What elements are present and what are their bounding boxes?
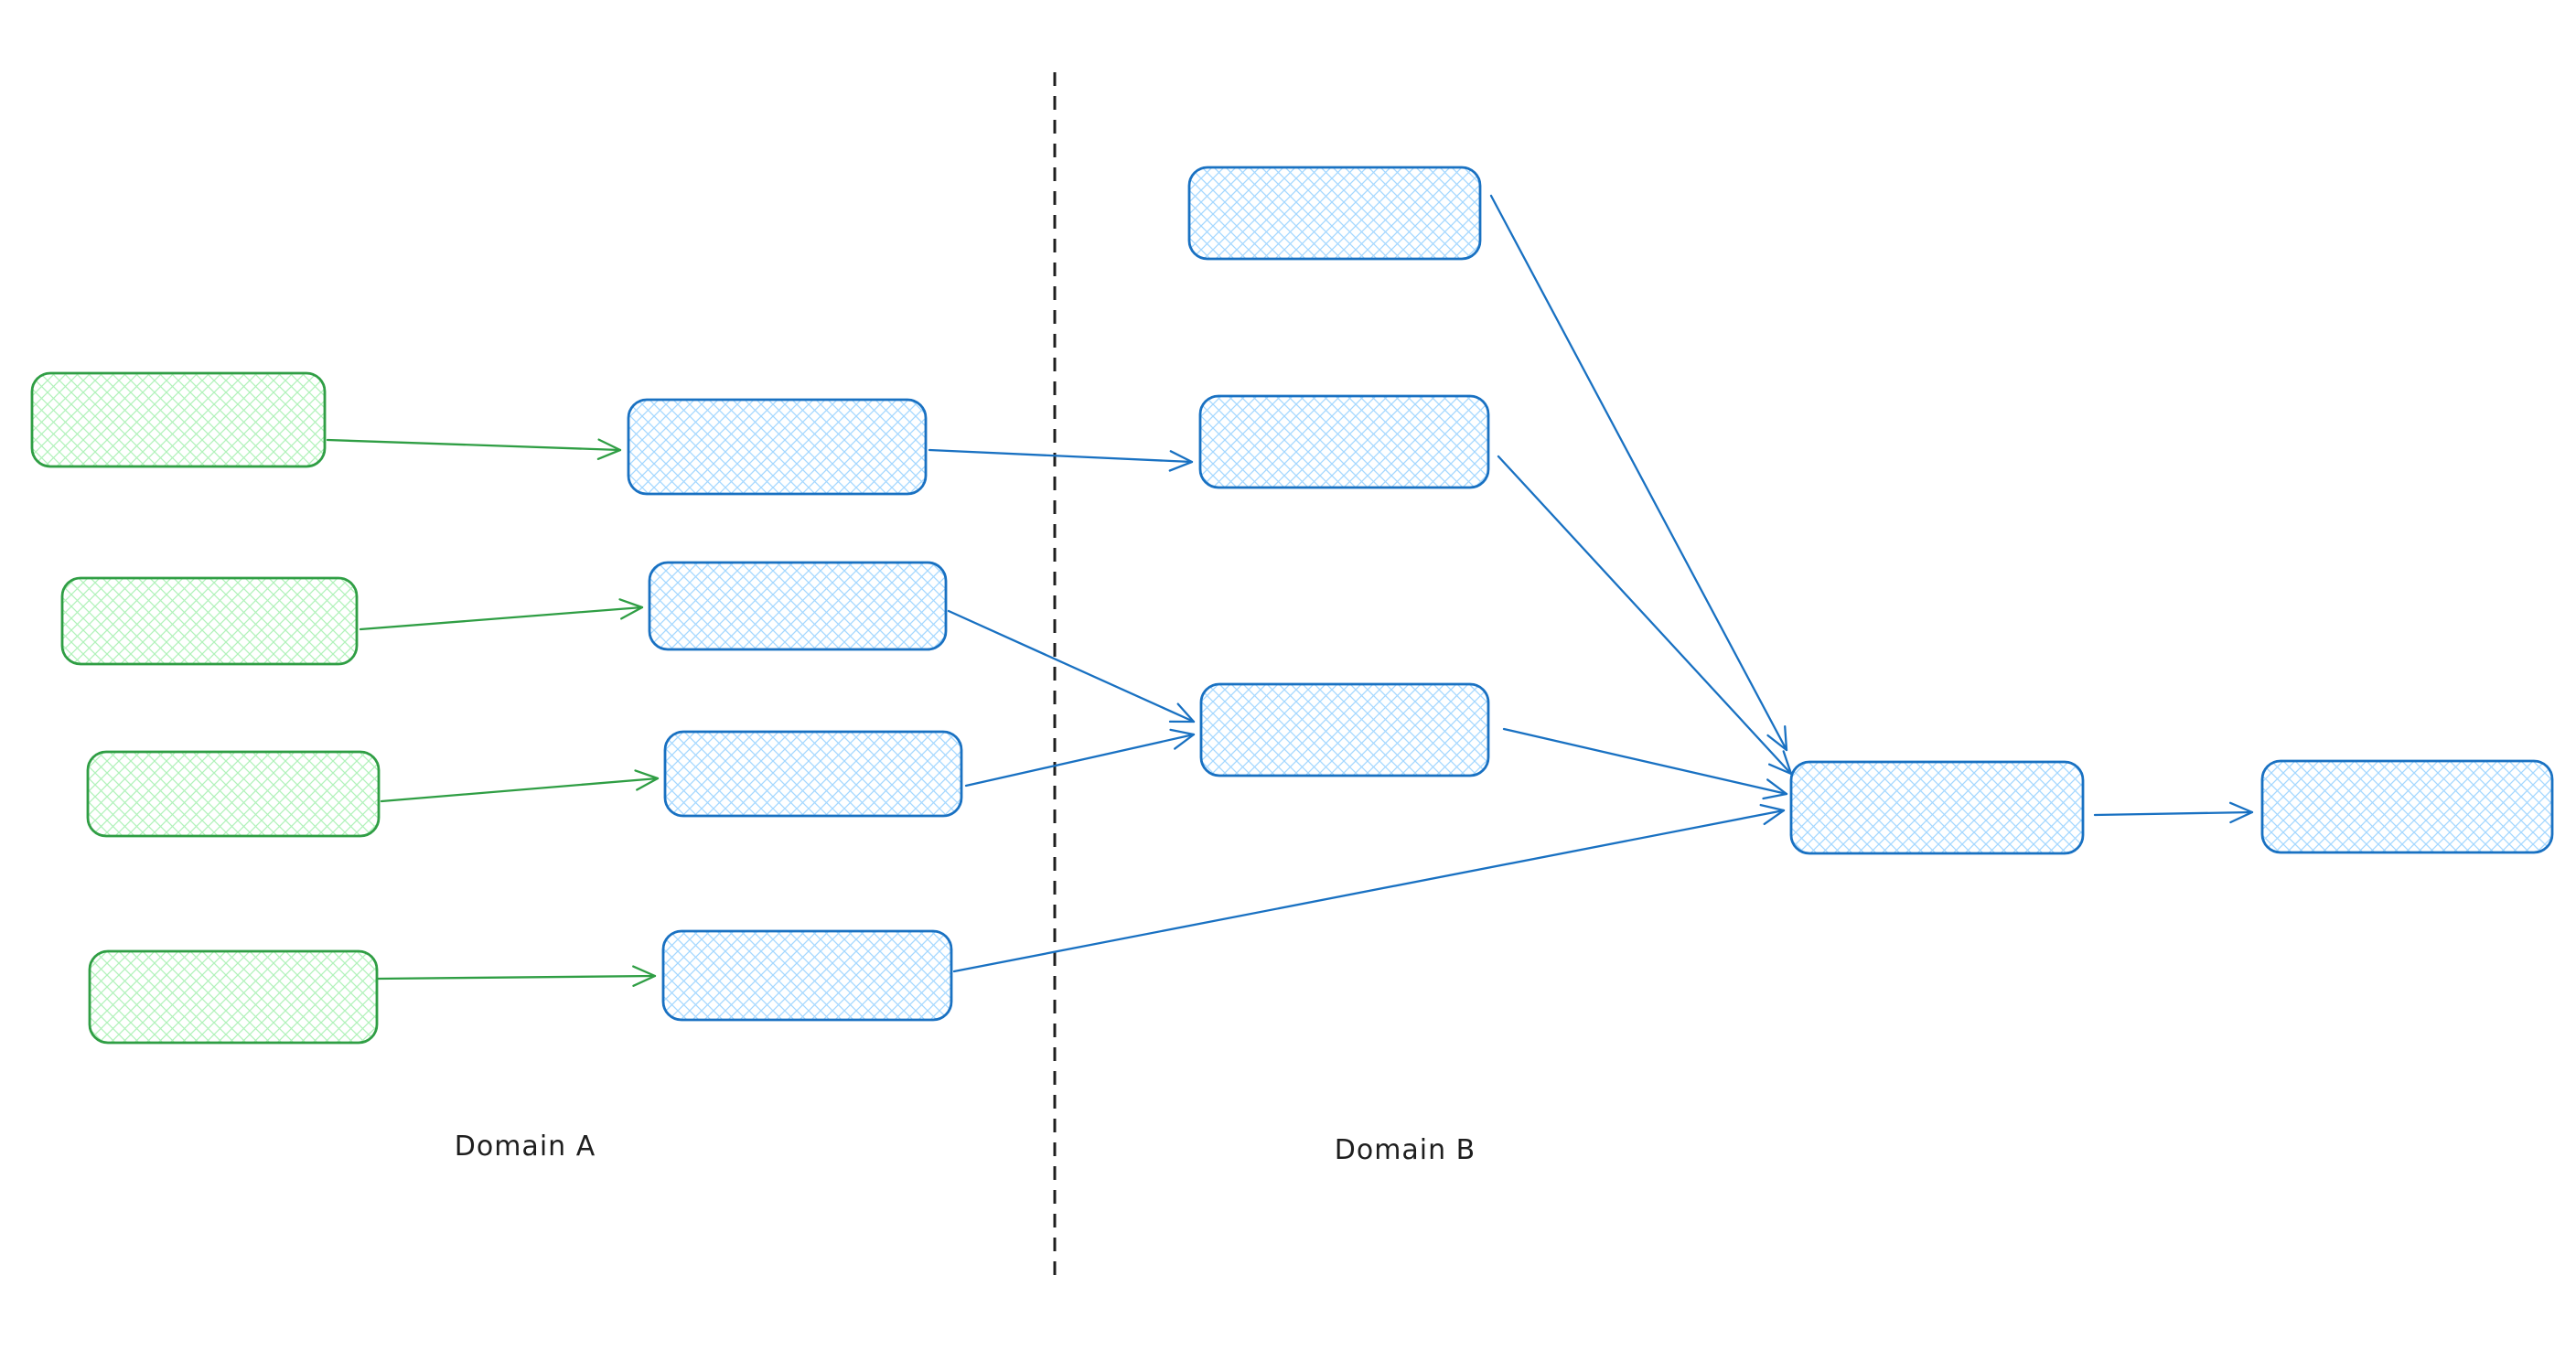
arrow-stage2-b3-arrowhead: [1168, 702, 1196, 724]
arrow-source3-stage3-arrowhead: [634, 769, 660, 791]
arrow-b3-merge-line: [1502, 727, 1788, 796]
arrow-b3-merge: [1502, 727, 1788, 800]
arrow-source4-stage4-arrowhead: [632, 965, 657, 987]
arrow-b3-merge-arrowhead: [1762, 778, 1788, 800]
domain-b-label: Domain B: [1335, 1134, 1476, 1166]
arrow-stage3-b3-arrowhead: [1169, 728, 1196, 750]
arrow-b1-merge-arrowhead: [1766, 724, 1788, 752]
domain-a-source-box-3: [86, 750, 381, 838]
arrow-source3-stage3: [380, 769, 660, 803]
nodes-layer: [30, 166, 2554, 1045]
arrow-stage1-b2-line: [928, 448, 1194, 464]
domain-b-merge-box: [1789, 760, 2085, 855]
domain-a-stage-box-2: [648, 561, 948, 651]
arrow-stage4-merge-arrowhead: [1759, 803, 1786, 826]
domain-b-box-1: [1187, 166, 1482, 261]
arrow-b1-merge-line: [1489, 194, 1788, 752]
domain-b-box-3: [1199, 682, 1490, 777]
arrow-b2-merge-line: [1497, 455, 1793, 776]
domain-a-label: Domain A: [455, 1131, 596, 1163]
domain-a-source-box-1: [30, 371, 327, 468]
arrow-source1-stage1-arrowhead: [596, 438, 622, 460]
domain-a-stage-box-4: [661, 929, 953, 1022]
arrow-stage4-merge: [952, 803, 1786, 973]
arrow-stage3-b3-line: [964, 733, 1196, 788]
arrow-source1-stage1: [326, 438, 622, 460]
domain-b-output-box: [2260, 759, 2554, 854]
arrow-stage1-b2: [928, 448, 1194, 472]
arrow-source4-stage4: [376, 965, 657, 987]
domain-a-source-box-2: [60, 576, 359, 666]
arrow-source2-stage2-line: [359, 606, 644, 631]
arrow-source3-stage3-line: [380, 777, 660, 803]
arrow-source2-stage2-arrowhead: [618, 598, 644, 620]
arrow-b1-merge: [1489, 194, 1788, 752]
arrow-merge-output-arrowhead: [2228, 801, 2254, 824]
arrow-merge-output: [2093, 801, 2254, 824]
domain-a-stage-box-3: [663, 730, 963, 818]
arrow-stage4-merge-line: [952, 809, 1786, 973]
arrow-stage2-b3-line: [947, 609, 1196, 724]
arrow-source1-stage1-line: [326, 438, 622, 452]
arrow-stage1-b2-arrowhead: [1168, 450, 1194, 472]
arrow-stage3-b3: [964, 728, 1196, 788]
arrow-source4-stage4-line: [376, 974, 657, 981]
domain-a-stage-box-1: [627, 398, 928, 496]
arrow-source2-stage2: [359, 598, 644, 631]
arrow-stage2-b3: [947, 609, 1196, 724]
edges-layer: [326, 194, 2254, 987]
domain-b-box-2: [1198, 394, 1490, 489]
arrow-merge-output-line: [2093, 810, 2254, 817]
domain-a-source-box-4: [88, 949, 379, 1045]
arrow-b2-merge: [1497, 455, 1793, 776]
